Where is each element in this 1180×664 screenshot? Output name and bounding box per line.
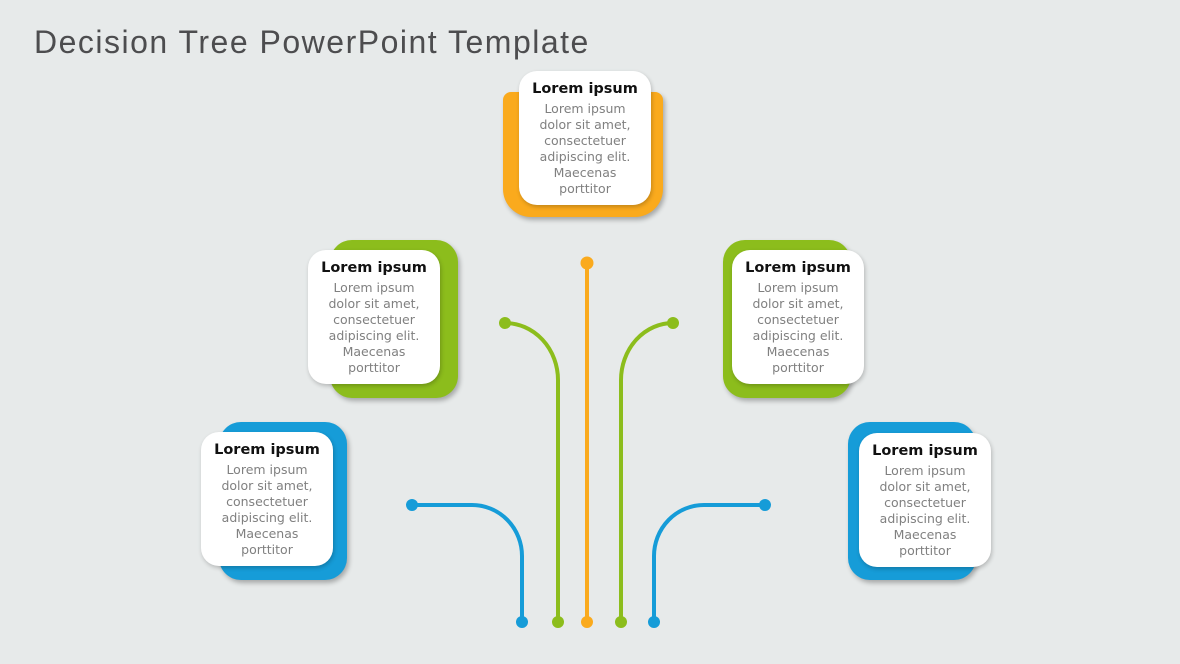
endpoint-dot-blue-left-bottom: [516, 616, 528, 628]
card-heading: Lorem ipsum: [872, 443, 978, 459]
endpoint-dot-blue-right-top: [759, 499, 771, 511]
endpoint-dot-green-left-top: [499, 317, 511, 329]
card-top-panel: Lorem ipsum Lorem ipsum dolor sit amet, …: [519, 71, 651, 205]
endpoint-dot-blue-left-top: [406, 499, 418, 511]
endpoint-dot-green-right-bottom: [615, 616, 627, 628]
card-body-text: Lorem ipsum dolor sit amet, consectetuer…: [539, 101, 631, 196]
card-middle-right: Lorem ipsum Lorem ipsum dolor sit amet, …: [723, 240, 873, 398]
endpoint-dot-blue-right-bottom: [648, 616, 660, 628]
card-body-text: Lorem ipsum dolor sit amet, consectetuer…: [221, 462, 313, 557]
card-heading: Lorem ipsum: [532, 81, 638, 97]
card-heading: Lorem ipsum: [321, 260, 427, 276]
card-body-text: Lorem ipsum dolor sit amet, consectetuer…: [752, 280, 844, 375]
branch-line-bottom-left-blue: [412, 503, 524, 622]
card-bottom-right: Lorem ipsum Lorem ipsum dolor sit amet, …: [848, 422, 991, 580]
card-body-text: Lorem ipsum dolor sit amet, consectetuer…: [879, 463, 971, 558]
card-heading: Lorem ipsum: [745, 260, 851, 276]
card-heading: Lorem ipsum: [214, 442, 320, 458]
card-body-text: Lorem ipsum dolor sit amet, consectetuer…: [328, 280, 420, 375]
card-middle-left: Lorem ipsum Lorem ipsum dolor sit amet, …: [308, 240, 458, 398]
card-middle-right-panel: Lorem ipsum Lorem ipsum dolor sit amet, …: [732, 250, 864, 384]
branch-line-bottom-right-blue: [652, 503, 765, 622]
card-bottom-left: Lorem ipsum Lorem ipsum dolor sit amet, …: [201, 422, 347, 580]
endpoint-dot-orange-top: [580, 256, 594, 270]
slide-title: Decision Tree PowerPoint Template: [34, 24, 590, 60]
endpoint-dot-green-right-top: [667, 317, 679, 329]
card-bottom-right-panel: Lorem ipsum Lorem ipsum dolor sit amet, …: [859, 433, 991, 567]
branch-line-middle-left-green: [504, 321, 560, 622]
branch-line-middle-right-green: [619, 321, 674, 622]
endpoint-dot-orange-bottom: [581, 616, 593, 628]
endpoint-dot-green-left-bottom: [552, 616, 564, 628]
card-top: Lorem ipsum Lorem ipsum dolor sit amet, …: [503, 71, 663, 217]
card-middle-left-panel: Lorem ipsum Lorem ipsum dolor sit amet, …: [308, 250, 440, 384]
card-bottom-left-panel: Lorem ipsum Lorem ipsum dolor sit amet, …: [201, 432, 333, 566]
